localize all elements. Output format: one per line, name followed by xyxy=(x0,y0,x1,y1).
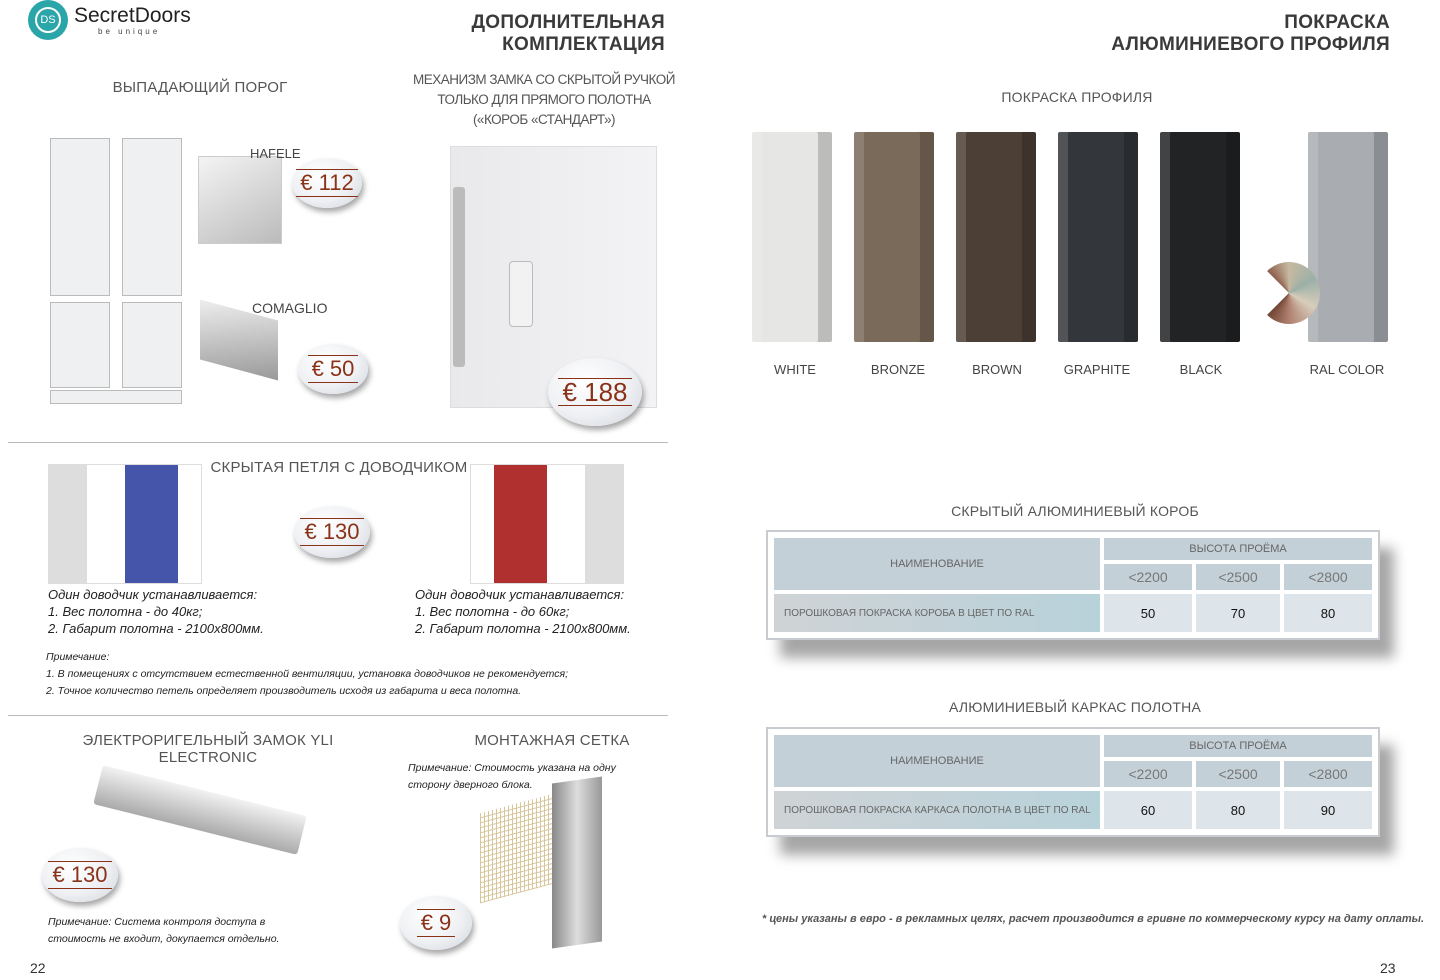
hinge-notes-left: Один доводчик устанавливается: 1. Вес по… xyxy=(48,586,264,637)
title-line: ПОКРАСКА xyxy=(1284,12,1390,33)
door-lock-image xyxy=(450,146,657,408)
hinge-notes-right: Один доводчик устанавливается: 1. Вес по… xyxy=(415,586,631,637)
profile-swatch-black xyxy=(1160,132,1240,342)
col-header-height: <2200 xyxy=(1104,564,1192,590)
logo-mark: DS xyxy=(28,0,68,40)
lock-title: МЕХАНИЗМ ЗАМКА СО СКРЫТОЙ РУЧКОЙ ТОЛЬКО … xyxy=(410,70,678,130)
door-illustration xyxy=(122,138,182,296)
hinge-image-blue xyxy=(48,464,202,584)
col-header-height: <2800 xyxy=(1284,761,1372,787)
price-badge: € 50 xyxy=(298,344,368,394)
table-title: АЛЮМИНИЕВЫЙ КАРКАС ПОЛОТНА xyxy=(949,699,1201,715)
title-line: («КОРОБ «СТАНДАРТ») xyxy=(472,112,616,127)
price-badge: € 130 xyxy=(294,506,370,558)
profile-swatch-white xyxy=(752,132,832,342)
note-line: 2. Габарит полотна - 2100x800мм. xyxy=(48,621,264,636)
logo-monogram: DS xyxy=(35,7,61,33)
note-line: Примечание: Система контроля доступа в xyxy=(48,916,266,928)
price-badge: € 188 xyxy=(548,358,642,426)
row-name: ПОРОШКОВАЯ ПОКРАСКА КОРОБА В ЦВЕТ ПО RAL xyxy=(774,594,1100,632)
col-header-name: НАИМЕНОВАНИЕ xyxy=(774,538,1100,590)
price-badge: € 130 xyxy=(42,848,118,902)
note-line: 1. Вес полотна - до 60кг; xyxy=(415,604,570,619)
col-header-group: ВЫСОТА ПРОЁМА xyxy=(1104,735,1372,757)
title-line: ДОПОЛНИТЕЛЬНАЯ xyxy=(471,12,665,33)
price-cell: 50 xyxy=(1104,594,1192,632)
door-illustration xyxy=(122,302,182,388)
hinge-title: СКРЫТАЯ ПЕТЛЯ С ДОВОДЧИКОМ xyxy=(210,459,468,476)
profile-swatch-bronze xyxy=(854,132,934,342)
col-header-height: <2500 xyxy=(1196,564,1280,590)
col-header-name: НАИМЕНОВАНИЕ xyxy=(774,735,1100,787)
page-number-right: 23 xyxy=(1380,960,1396,976)
title-line: ТОЛЬКО ДЛЯ ПРЯМОГО ПОЛОТНА xyxy=(437,92,651,107)
ral-fan-deck-icon xyxy=(1258,262,1320,324)
hinge-remark: Примечание: 1. В помещениях с отсутствие… xyxy=(46,649,568,700)
title-line: МЕХАНИЗМ ЗАМКА СО СКРЫТОЙ РУЧКОЙ xyxy=(413,72,675,87)
price-cell: 70 xyxy=(1196,594,1280,632)
note-line: стоимость не входит, докупается отдельно… xyxy=(48,933,280,945)
profile-swatch-ral-color xyxy=(1308,132,1388,342)
price-cell: 80 xyxy=(1284,594,1372,632)
note-line: сторону дверного блока. xyxy=(408,779,533,791)
mesh-title: МОНТАЖНАЯ СЕТКА xyxy=(474,732,630,749)
note-line: 2. Габарит полотна - 2100x800мм. xyxy=(415,621,631,636)
comaglio-label: COMAGLIO xyxy=(252,300,328,316)
note-line: 2. Точное количество петель определяет п… xyxy=(46,685,522,697)
footnote: * цены указаны в евро - в рекламных целя… xyxy=(762,913,1425,925)
hidden-handle xyxy=(509,261,533,327)
logo-tagline: be unique xyxy=(98,27,161,36)
floor-illustration xyxy=(50,390,182,404)
electro-lock-title: ЭЛЕКТРОРИГЕЛЬНЫЙ ЗАМОК YLI ELECTRONIC xyxy=(82,732,334,766)
electro-lock-image xyxy=(93,765,307,855)
right-page-title: ПОКРАСКА АЛЮМИНИЕВОГО ПРОФИЛЯ xyxy=(1111,12,1390,56)
price-cell: 90 xyxy=(1284,791,1372,829)
mesh-note: Примечание: Стоимость указана на одну ст… xyxy=(408,760,616,794)
profile-color-label: BLACK xyxy=(1179,362,1223,377)
profile-color-label: RAL COLOR xyxy=(1309,362,1385,377)
hinge-image-red xyxy=(470,464,624,584)
row-name: ПОРОШКОВАЯ ПОКРАСКА КАРКАСА ПОЛОТНА В ЦВ… xyxy=(774,791,1100,829)
divider xyxy=(8,442,668,443)
note-line: 1. В помещениях с отсутствием естественн… xyxy=(46,668,569,680)
door-illustration xyxy=(50,302,110,388)
price-cell: 80 xyxy=(1196,791,1280,829)
door-illustration xyxy=(50,138,110,296)
paint-title: ПОКРАСКА ПРОФИЛЯ xyxy=(1001,89,1153,105)
title-line: КОМПЛЕКТАЦИЯ xyxy=(502,34,665,55)
col-header-height: <2800 xyxy=(1284,564,1372,590)
price-table-box: НАИМЕНОВАНИЕ ВЫСОТА ПРОЁМА <2200 <2500 <… xyxy=(766,530,1380,640)
note-line: Примечание: xyxy=(46,651,110,663)
hafele-label: HAFELE xyxy=(250,146,301,161)
col-header-height: <2200 xyxy=(1104,761,1192,787)
threshold-title: ВЫПАДАЮЩИЙ ПОРОГ xyxy=(112,79,288,96)
col-header-group: ВЫСОТА ПРОЁМА xyxy=(1104,538,1372,560)
electro-note: Примечание: Система контроля доступа в с… xyxy=(48,914,279,948)
profile-swatch-graphite xyxy=(1058,132,1138,342)
profile-swatch-brown xyxy=(956,132,1036,342)
price-badge: € 9 xyxy=(400,896,472,950)
hafele-product-image xyxy=(198,156,282,244)
note-line: Один доводчик устанавливается: xyxy=(48,587,258,602)
note-line: Один доводчик устанавливается: xyxy=(415,587,625,602)
price-badge: € 112 xyxy=(292,158,362,208)
note-line: 1. Вес полотна - до 40кг; xyxy=(48,604,203,619)
profile-color-label: GRAPHITE xyxy=(1063,362,1131,377)
note-line: Примечание: Стоимость указана на одну xyxy=(408,762,616,774)
profile-image xyxy=(552,776,602,949)
col-header-height: <2500 xyxy=(1196,761,1280,787)
profile-color-label: BRONZE xyxy=(870,362,926,377)
logo-brand: SecretDoors xyxy=(74,4,191,27)
page-number-left: 22 xyxy=(30,960,46,976)
table-title: СКРЫТЫЙ АЛЮМИНИЕВЫЙ КОРОБ xyxy=(951,503,1199,519)
profile-color-label: BROWN xyxy=(972,362,1022,377)
divider xyxy=(8,715,668,716)
title-line: АЛЮМИНИЕВОГО ПРОФИЛЯ xyxy=(1111,34,1390,55)
price-cell: 60 xyxy=(1104,791,1192,829)
price-table-frame: НАИМЕНОВАНИЕ ВЫСОТА ПРОЁМА <2200 <2500 <… xyxy=(766,727,1380,837)
profile-color-label: WHITE xyxy=(774,362,816,377)
left-page-title: ДОПОЛНИТЕЛЬНАЯ КОМПЛЕКТАЦИЯ xyxy=(471,12,665,56)
